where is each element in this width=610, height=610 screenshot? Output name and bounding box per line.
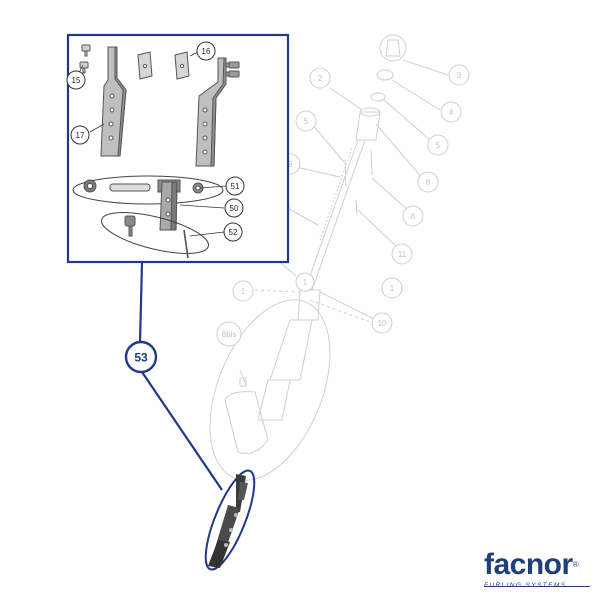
detail-label: 52 <box>229 228 238 237</box>
detail-label-texts: 16 15 17 51 50 52 <box>72 47 240 237</box>
ghost-label: 11 <box>398 250 407 259</box>
brand-name-text: facnor <box>484 548 573 581</box>
detail-parts <box>72 44 240 259</box>
callout-connectors <box>138 261 223 491</box>
ghost-label: 1 <box>390 284 395 293</box>
detail-label: 50 <box>230 204 239 213</box>
callout-53-label: 53 <box>134 351 148 365</box>
ghost-assembly <box>209 34 449 481</box>
detail-label: 16 <box>202 47 211 56</box>
callout-53-circle <box>124 340 158 374</box>
ghost-label: 5 <box>304 117 309 126</box>
detail-leaders <box>77 51 227 237</box>
registered-mark-icon: ® <box>572 560 579 569</box>
brand-name: facnor® <box>484 550 594 580</box>
ghost-label: 8 <box>411 212 416 221</box>
highlighted-link-plate <box>204 469 256 571</box>
brand-underline <box>484 586 590 587</box>
ghost-label: 8 <box>426 178 431 187</box>
ghost-label: 10 <box>378 319 387 328</box>
brand-tagline: FURLING SYSTEMS <box>484 582 594 589</box>
ghost-label: 1 <box>303 278 308 287</box>
detail-label: 15 <box>72 76 81 85</box>
detail-label-circles <box>66 41 245 242</box>
ghost-label: 4 <box>449 108 454 117</box>
ghost-label: 8bis <box>222 330 237 339</box>
ghost-label: 2 <box>318 74 323 83</box>
ghost-label: 3 <box>457 71 462 80</box>
detail-label: 51 <box>231 182 240 191</box>
ghost-label: 5 <box>436 141 441 150</box>
ghost-label: 9 <box>288 160 293 169</box>
facnor-logo: facnor® FURLING SYSTEMS <box>484 550 594 589</box>
ghost-label: 1 <box>241 287 246 296</box>
detail-label: 17 <box>76 131 85 140</box>
